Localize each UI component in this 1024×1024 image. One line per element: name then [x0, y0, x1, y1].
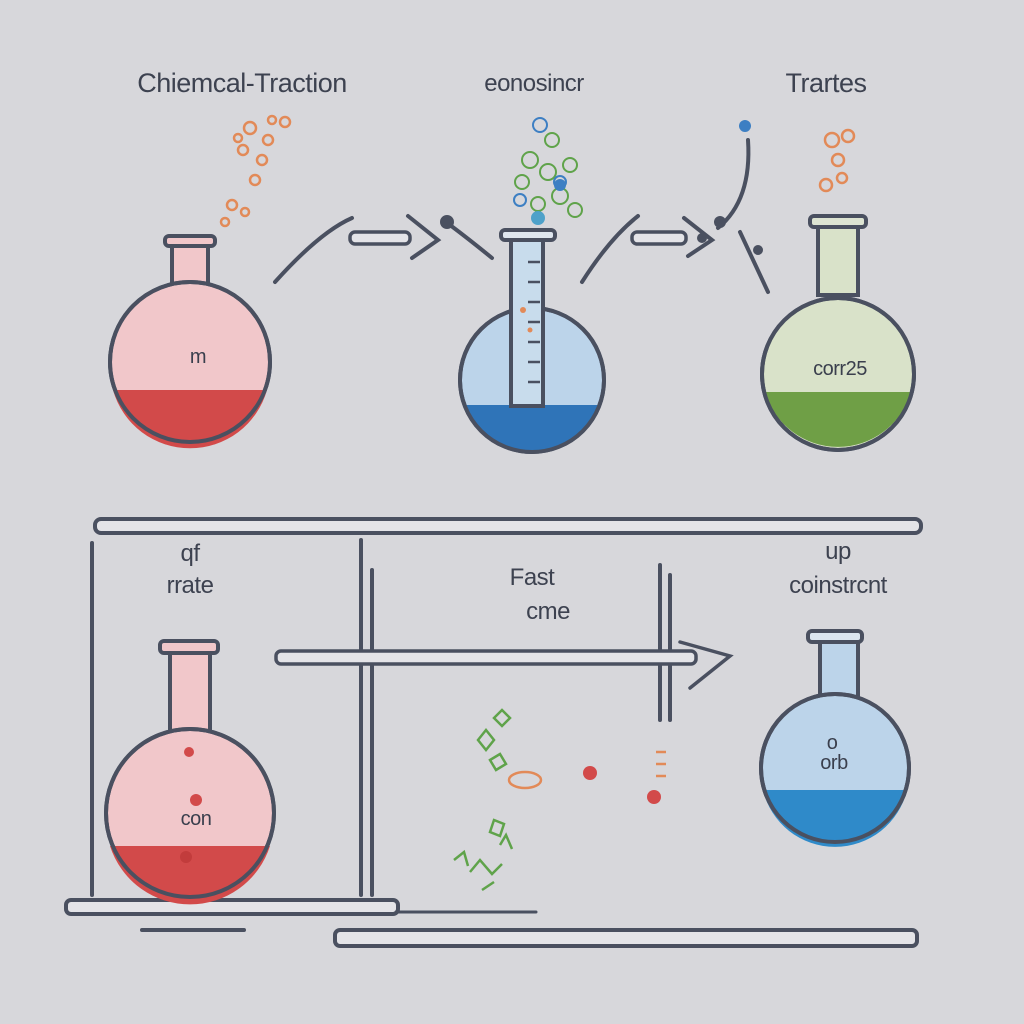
top-right-title: Trartes: [785, 68, 867, 98]
bottom-right-small-label: up: [825, 538, 851, 565]
test-tube: [499, 228, 557, 408]
flask5-label-top: o: [826, 732, 838, 754]
bottom-right-title: coinstrcnt: [789, 572, 887, 599]
round-flask-light-blue: [759, 629, 911, 847]
horizontal-arrow: [274, 640, 734, 690]
round-flask-red: [104, 639, 276, 905]
round-flask-pink: [108, 234, 272, 449]
bottom-left-small-label: qf: [180, 540, 200, 567]
round-flask-green: [760, 214, 916, 452]
top-left-title: Chiemcal-Traction: [137, 68, 347, 98]
green-particles: [453, 708, 514, 892]
base-rails: [64, 898, 919, 948]
molecule-cloud: [513, 117, 583, 225]
flask4-label: con: [180, 808, 212, 830]
stand-posts: [90, 538, 672, 897]
orange-scatter: [507, 750, 666, 804]
orange-bubbles: [219, 114, 292, 228]
bottom-left-title: rrate: [166, 572, 214, 599]
reaction-arrow-2: [580, 120, 770, 294]
flask5-label: orb: [820, 752, 848, 774]
bottom-center-title: Fast: [509, 564, 555, 591]
top-rail: [93, 517, 923, 535]
flask1-label: m: [189, 346, 207, 368]
orange-particles: [818, 128, 856, 193]
bottom-center-subtitle: cme: [526, 598, 570, 625]
reaction-arrow-1: [273, 214, 494, 284]
top-center-title: eonosincr: [484, 70, 584, 97]
flask3-label: corr25: [813, 358, 867, 380]
